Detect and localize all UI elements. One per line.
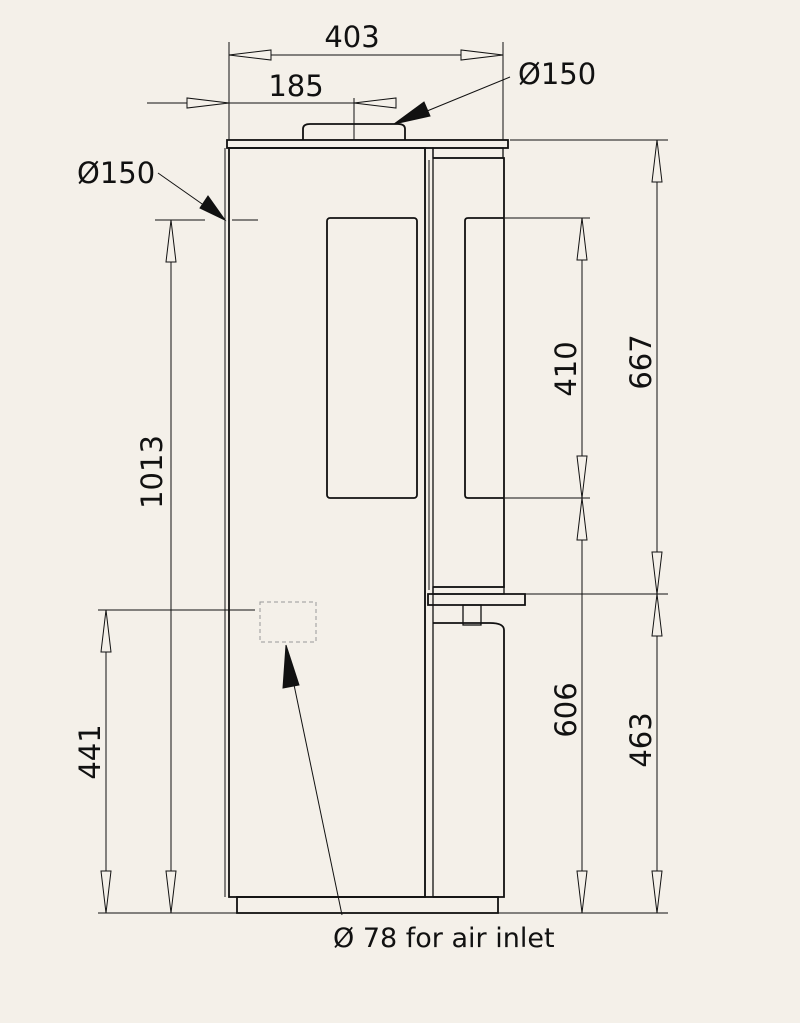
dim-upper-section-height: 667	[510, 139, 668, 595]
arrowhead	[186, 97, 230, 109]
arrowhead	[165, 870, 177, 914]
dim-label-total-width: 403	[324, 20, 379, 54]
stove-body	[224, 123, 526, 914]
shelf-bracket	[462, 604, 482, 626]
leader-top-flue: Ø150	[393, 57, 596, 125]
dim-label-window-height: 410	[549, 341, 583, 396]
arrowhead	[651, 139, 663, 183]
dim-flue-offset: 185	[147, 69, 397, 140]
dim-label-top-flue-diameter: Ø150	[518, 57, 596, 91]
leader-line	[292, 679, 343, 916]
dim-label-shelf-height: 606	[549, 682, 583, 737]
arrowhead	[228, 49, 272, 61]
dim-total-width: 403	[228, 20, 504, 140]
leader-arrow	[199, 195, 227, 222]
arrowhead	[165, 219, 177, 263]
dim-air-inlet-height: 441	[73, 609, 255, 914]
side-window	[326, 217, 418, 499]
top-plate	[226, 139, 509, 149]
arrowhead	[576, 217, 588, 261]
arrowhead	[576, 455, 588, 499]
arrowhead	[353, 97, 397, 109]
leader-arrow	[282, 644, 300, 689]
dim-label-flue-offset: 185	[268, 69, 323, 103]
dim-lower-section-height: 463	[498, 593, 668, 914]
shelf-top-trim	[432, 586, 505, 595]
upper-door	[433, 157, 505, 588]
arrowhead	[100, 870, 112, 914]
door-top-trim	[432, 147, 504, 159]
shelf	[427, 593, 526, 606]
leader-rear-flue: Ø150	[77, 156, 227, 222]
dim-label-air-inlet-height: 441	[73, 724, 107, 779]
door-window	[464, 217, 504, 499]
dim-label-upper-section-height: 667	[624, 334, 658, 389]
dim-shelf-height: 606	[549, 497, 588, 914]
dim-window-height: 410	[505, 217, 590, 499]
air-inlet-hidden-outline	[259, 601, 317, 643]
dim-label-rear-outlet-height: 1013	[135, 435, 169, 509]
dim-label-lower-section-height: 463	[624, 712, 658, 767]
base-plinth	[236, 896, 499, 914]
arrowhead	[100, 609, 112, 653]
leader-arrow	[393, 101, 431, 125]
leader-air-inlet: Ø 78 for air inlet	[282, 644, 555, 954]
arrowhead	[576, 870, 588, 914]
arrowhead	[651, 593, 663, 637]
arrowhead	[651, 870, 663, 914]
lower-door	[433, 622, 505, 898]
air-inlet-label: Ø 78 for air inlet	[333, 923, 555, 954]
dim-label-rear-flue-diameter: Ø150	[77, 156, 155, 190]
arrowhead	[651, 551, 663, 595]
dim-rear-outlet-height: 1013	[98, 219, 237, 914]
arrowhead	[576, 497, 588, 541]
arrowhead	[460, 49, 504, 61]
